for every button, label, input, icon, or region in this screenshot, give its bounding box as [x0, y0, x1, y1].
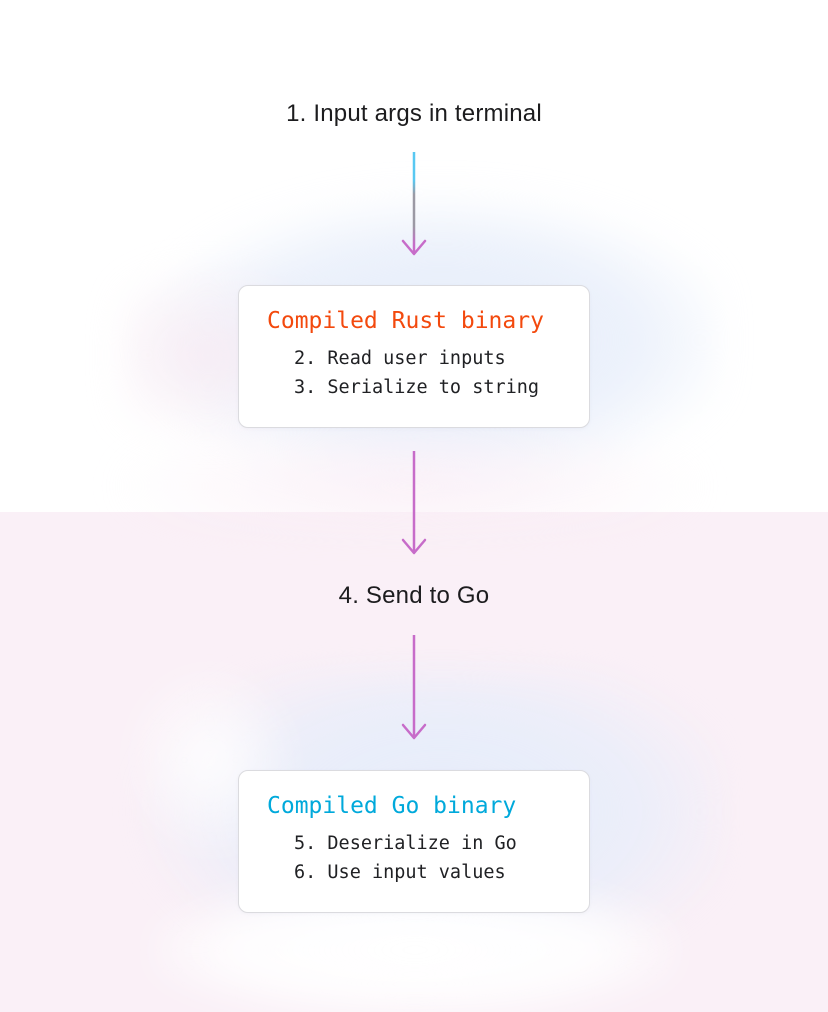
rust-box-steps: 2. Read user inputs 3. Serialize to stri…	[294, 344, 589, 402]
go-box-steps: 5. Deserialize in Go 6. Use input values	[294, 829, 589, 887]
flow-arrow-rust-to-send	[400, 450, 428, 556]
go-step-use-values: 6. Use input values	[294, 862, 506, 883]
rust-box-title: Compiled Rust binary	[267, 308, 544, 334]
go-box-title: Compiled Go binary	[267, 793, 517, 819]
flow-arrow-terminal-to-rust	[400, 151, 428, 257]
flow-arrow-send-to-go	[400, 634, 428, 741]
rust-step-read-inputs: 2. Read user inputs	[294, 348, 506, 369]
step-4-heading: 4. Send to Go	[338, 582, 490, 609]
go-binary-box: Compiled Go binary 5. Deserialize in Go …	[238, 770, 590, 913]
go-step-deserialize: 5. Deserialize in Go	[294, 833, 517, 854]
rust-binary-box: Compiled Rust binary 2. Read user inputs…	[238, 285, 590, 428]
arrow-down-gradient-icon	[401, 152, 427, 256]
rust-step-serialize: 3. Serialize to string	[294, 377, 540, 398]
arrow-down-icon	[401, 635, 427, 740]
step-1-heading: 1. Input args in terminal	[286, 100, 542, 127]
arrow-down-icon	[401, 451, 427, 555]
